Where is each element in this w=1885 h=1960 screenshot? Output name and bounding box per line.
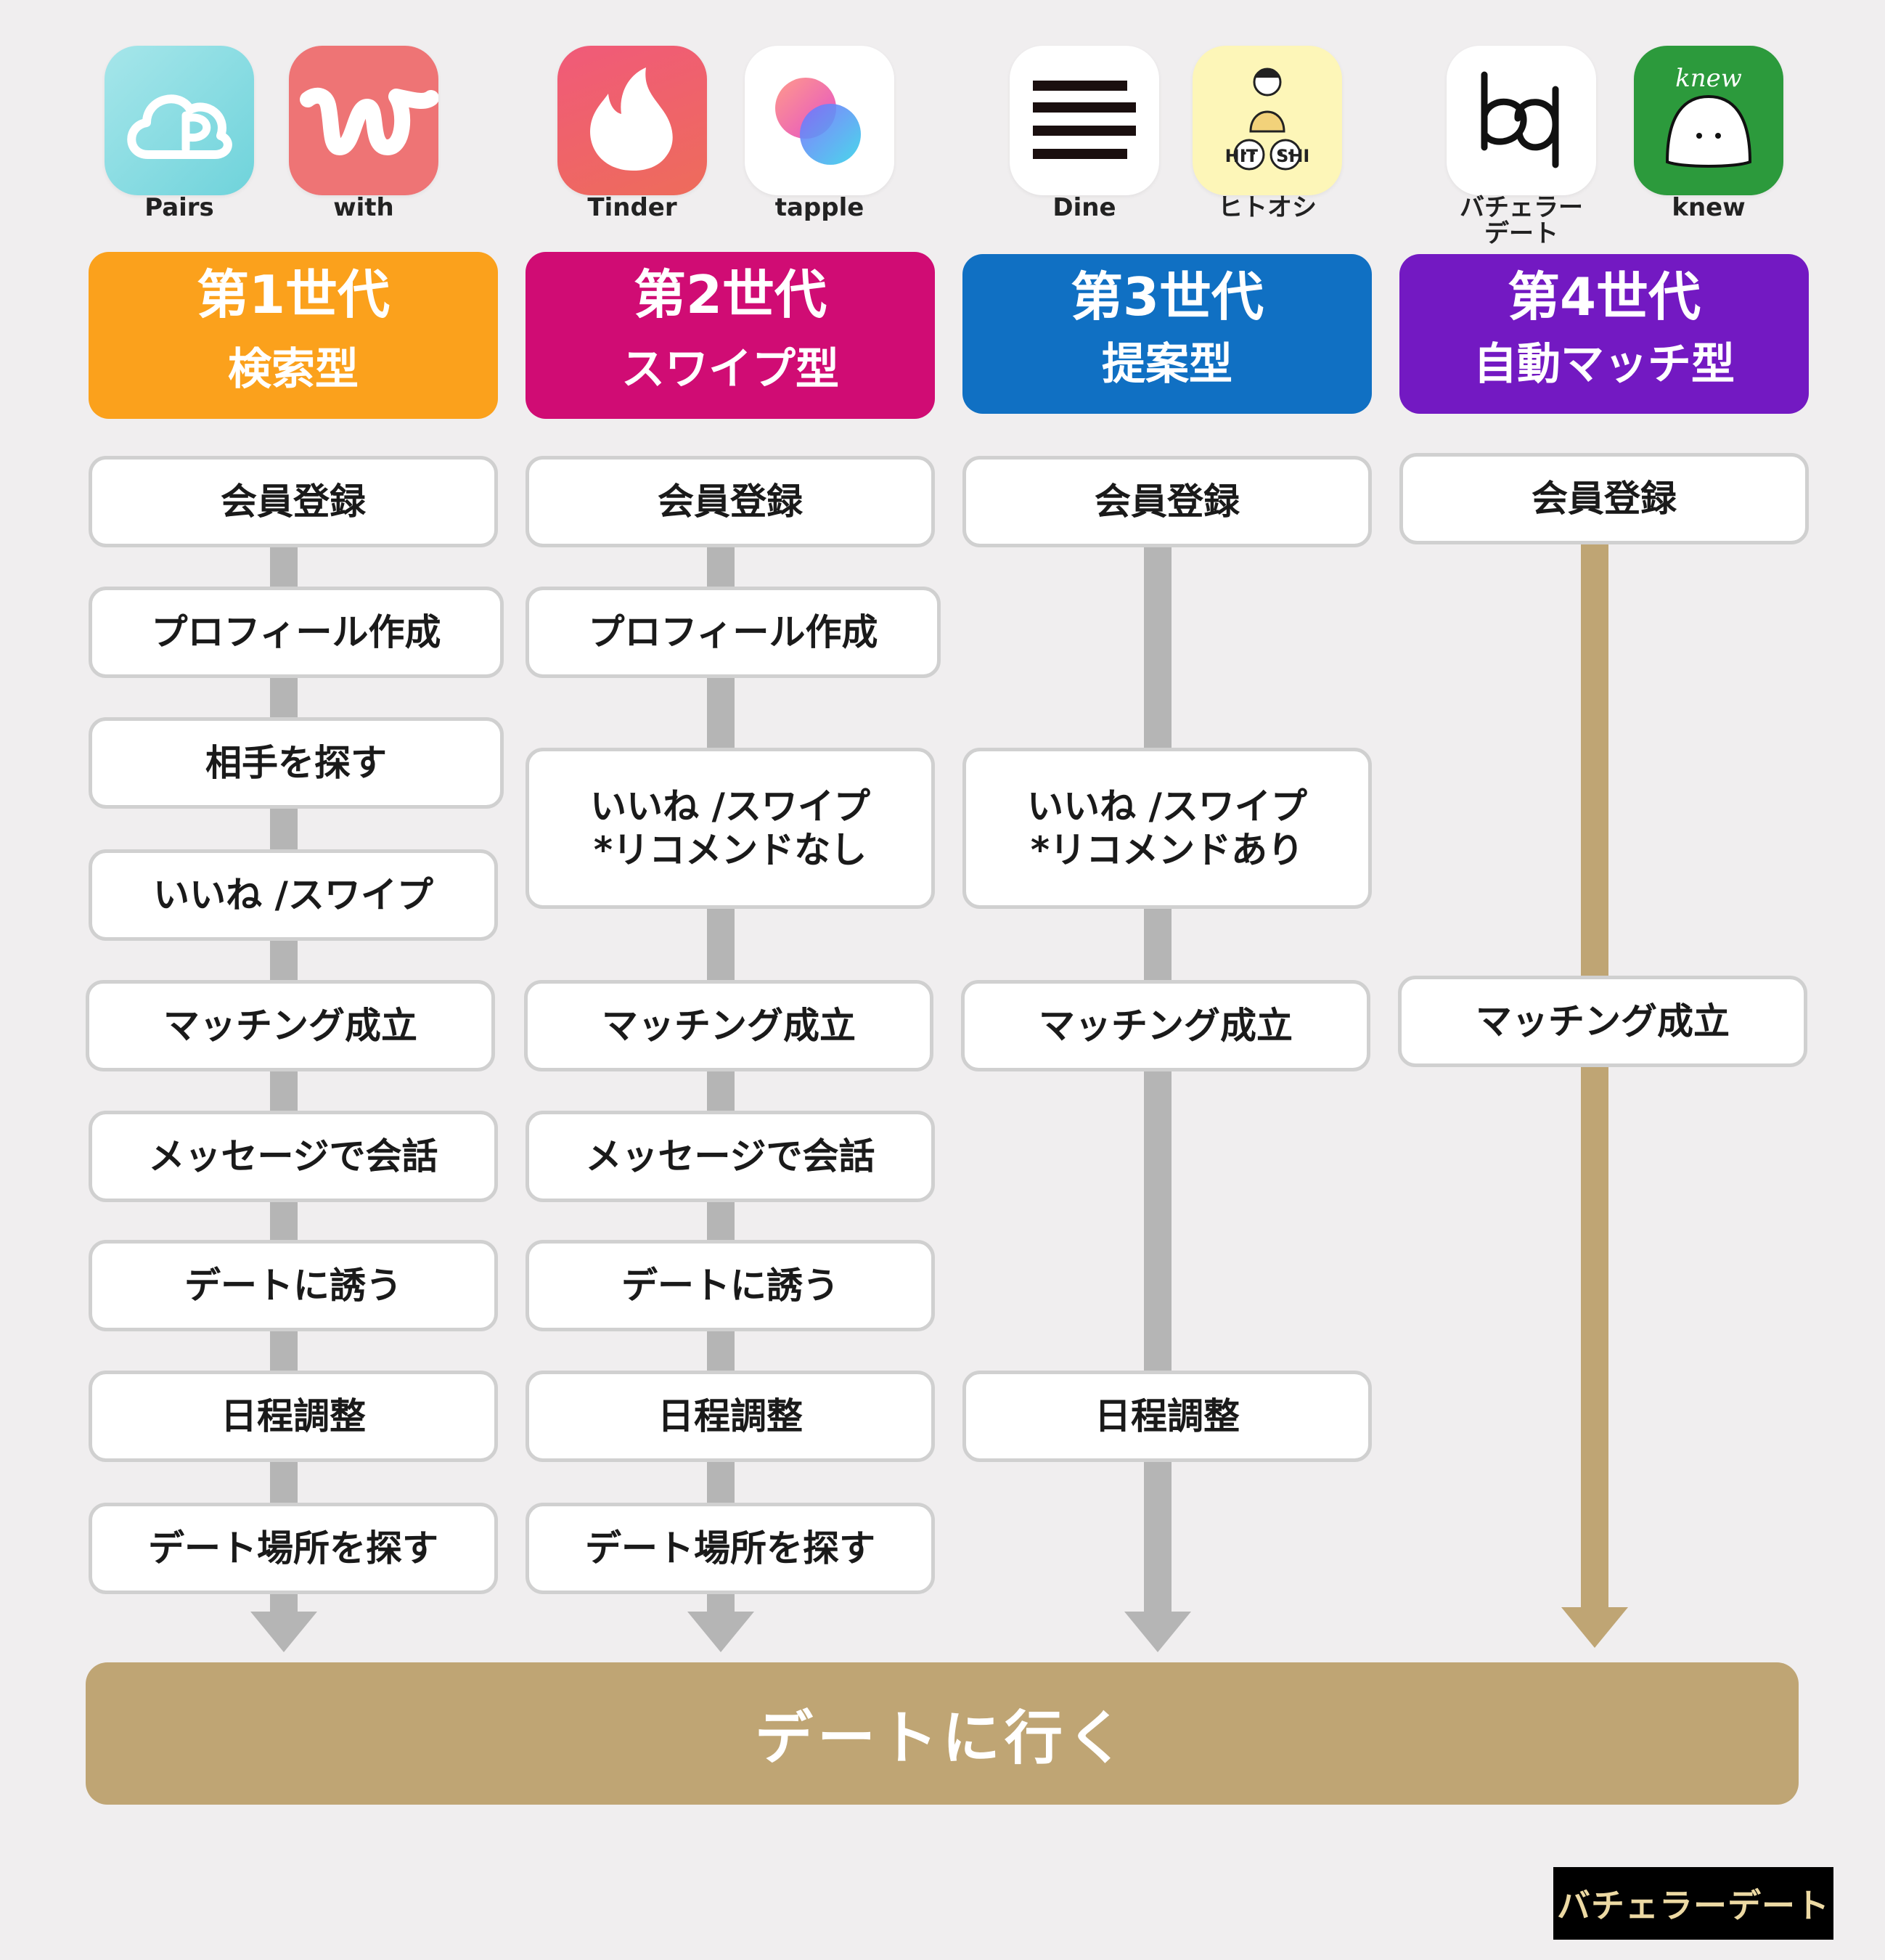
tapple-bubbles-icon bbox=[745, 46, 894, 195]
gen1-step-search: 相手を探す bbox=[89, 717, 504, 809]
with-w-icon bbox=[289, 46, 438, 195]
gen1-step-place: デート場所を探す bbox=[89, 1503, 498, 1594]
brand-logo: バチェラーデート bbox=[1553, 1867, 1833, 1940]
generation-3-title: 第3世代 bbox=[1070, 266, 1264, 327]
gen1-step-like: いいね /スワイプ bbox=[89, 849, 498, 941]
svg-text:HIT SHI: HIT SHI bbox=[1225, 146, 1310, 166]
knew-ghost-icon: knew bbox=[1634, 46, 1783, 195]
app-name-tinder: Tinder bbox=[587, 193, 677, 222]
gen3-step-match: マッチング成立 bbox=[961, 980, 1370, 1071]
gen2-step-profile: プロフィール作成 bbox=[526, 587, 941, 678]
generation-1-type: 検索型 bbox=[228, 344, 359, 395]
arrow-head-gen3-icon bbox=[1124, 1612, 1191, 1652]
tinder-flame-icon bbox=[557, 46, 707, 195]
gen4-step-match: マッチング成立 bbox=[1398, 976, 1807, 1067]
gen1-step-match: マッチング成立 bbox=[86, 980, 495, 1071]
gen3-step-like-line2: *リコメンドあり bbox=[1030, 829, 1304, 871]
app-hitoshi: HIT SHI ヒトオシ bbox=[1193, 46, 1342, 221]
gen2-step-invite: デートに誘う bbox=[526, 1240, 935, 1331]
gen4-step-register: 会員登録 bbox=[1399, 453, 1809, 544]
generation-2-header: 第2世代 スワイプ型 bbox=[526, 252, 935, 419]
app-knew: knew knew bbox=[1634, 46, 1783, 221]
arrow-head-gen1-icon bbox=[250, 1612, 317, 1652]
arrow-head-gen4-icon bbox=[1561, 1607, 1628, 1648]
gen3-step-register: 会員登録 bbox=[962, 456, 1372, 547]
gen2-step-place: デート場所を探す bbox=[526, 1503, 935, 1594]
svg-text:knew: knew bbox=[1675, 64, 1742, 93]
gen2-step-like-line1: いいね /スワイプ bbox=[590, 785, 870, 828]
gen1-step-register: 会員登録 bbox=[89, 456, 498, 547]
app-with: with bbox=[289, 46, 438, 221]
app-bachelor: バチェラー デート bbox=[1447, 46, 1596, 247]
gen1-step-invite: デートに誘う bbox=[89, 1240, 498, 1331]
arrow-head-gen2-icon bbox=[687, 1612, 754, 1652]
gen2-step-match: マッチング成立 bbox=[524, 980, 933, 1071]
generation-4-title: 第4世代 bbox=[1507, 266, 1701, 327]
generation-3-header: 第3世代 提案型 bbox=[962, 254, 1372, 414]
gen2-step-schedule: 日程調整 bbox=[526, 1371, 935, 1462]
generation-4-header: 第4世代 自動マッチ型 bbox=[1399, 254, 1809, 414]
gen1-step-schedule: 日程調整 bbox=[89, 1371, 498, 1462]
generation-1-header: 第1世代 検索型 bbox=[89, 252, 498, 419]
gen3-step-like: いいね /スワイプ *リコメンドあり bbox=[962, 748, 1372, 909]
gen2-step-like: いいね /スワイプ *リコメンドなし bbox=[526, 748, 935, 909]
generation-1-title: 第1世代 bbox=[196, 264, 391, 325]
gen2-step-register: 会員登録 bbox=[526, 456, 935, 547]
app-name-hitoshi: ヒトオシ bbox=[1218, 193, 1317, 222]
gen3-step-like-line1: いいね /スワイプ bbox=[1027, 785, 1307, 828]
gen1-step-message: メッセージで会話 bbox=[89, 1111, 498, 1202]
goal-go-on-date: デートに行く bbox=[86, 1662, 1799, 1805]
hitoshi-illustration-icon: HIT SHI bbox=[1193, 46, 1342, 195]
app-pairs: Pairs bbox=[105, 46, 254, 221]
generation-2-type: スワイプ型 bbox=[621, 344, 839, 395]
dine-stripes-icon bbox=[1010, 46, 1159, 195]
gen2-step-like-line2: *リコメンドなし bbox=[593, 829, 867, 871]
gen1-step-profile: プロフィール作成 bbox=[89, 587, 504, 678]
app-dine: Dine bbox=[1010, 46, 1159, 221]
app-name-pairs: Pairs bbox=[144, 193, 214, 222]
app-name-tapple: tapple bbox=[774, 193, 864, 222]
pairs-cloud-icon bbox=[105, 46, 254, 195]
generation-3-type: 提案型 bbox=[1102, 339, 1232, 390]
app-tinder: Tinder bbox=[557, 46, 707, 221]
gen2-step-message: メッセージで会話 bbox=[526, 1111, 935, 1202]
app-name-knew: knew bbox=[1672, 193, 1746, 222]
app-name-dine: Dine bbox=[1052, 193, 1116, 222]
generation-4-type: 自動マッチ型 bbox=[1473, 339, 1735, 390]
app-name-with: with bbox=[333, 193, 394, 222]
generation-2-title: 第2世代 bbox=[633, 264, 827, 325]
app-tapple: tapple bbox=[745, 46, 894, 221]
app-name-bachelor: バチェラー デート bbox=[1460, 193, 1583, 248]
bachelor-logo-icon bbox=[1447, 46, 1596, 195]
gen3-step-schedule: 日程調整 bbox=[962, 1371, 1372, 1462]
